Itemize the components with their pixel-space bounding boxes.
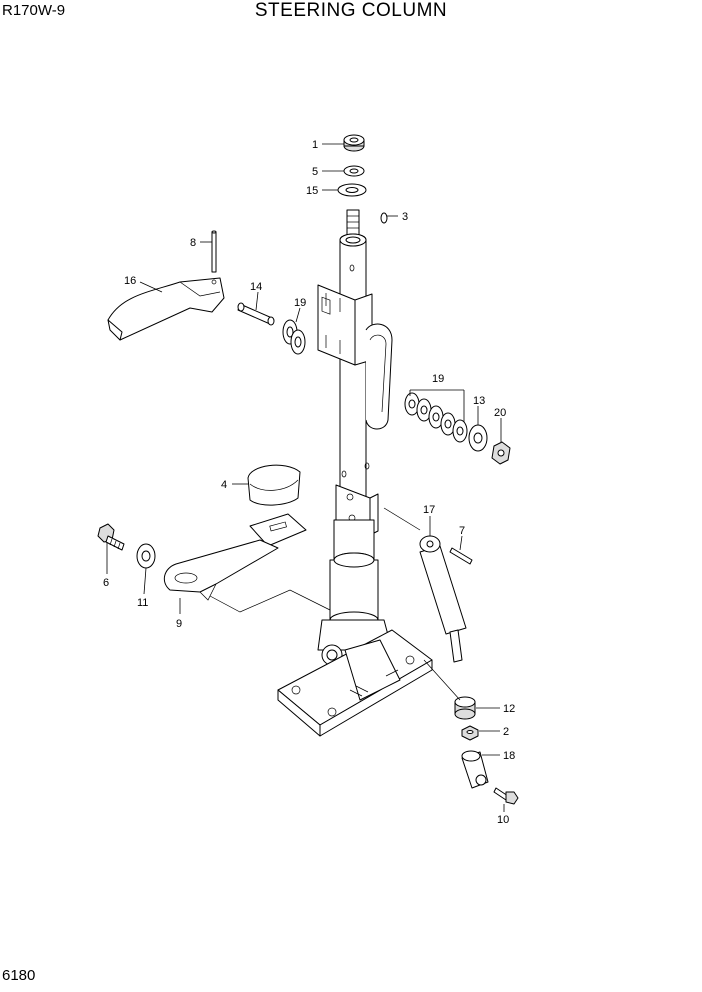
- callout-4: 4: [221, 479, 227, 491]
- part-rubber-bushing: [454, 696, 476, 720]
- callout-5: 5: [312, 166, 318, 178]
- part-flat-washer: [337, 183, 367, 197]
- part-clevis-pin: [449, 547, 473, 565]
- part-nut: [343, 134, 365, 152]
- part-rod-end: [461, 750, 489, 789]
- callout-18: 18: [503, 750, 515, 762]
- callout-15: 15: [306, 185, 318, 197]
- part-key: [380, 212, 388, 224]
- callout-1: 1: [312, 139, 318, 151]
- callout-11: 11: [137, 597, 148, 609]
- page-title: STEERING COLUMN: [254, 0, 448, 21]
- callout-10: 10: [497, 814, 509, 826]
- part-pedal-pad: [247, 464, 301, 506]
- callout-2: 2: [503, 726, 509, 738]
- part-hex-nut: [461, 725, 479, 741]
- part-spring-pin: [211, 230, 217, 273]
- leader-lines: [106, 143, 505, 812]
- part-pedal-washer: [136, 543, 156, 569]
- assembly-phantom-lines: [209, 507, 461, 701]
- part-steering-column: [277, 209, 433, 737]
- callout-16: 16: [124, 275, 136, 287]
- part-tilt-lever: [107, 277, 225, 341]
- page-number: 6180: [2, 967, 36, 984]
- callout-9: 9: [176, 618, 182, 630]
- callout-12: 12: [503, 703, 515, 715]
- part-spring-washers-right: [404, 392, 468, 443]
- callout-17: 17: [423, 504, 435, 516]
- model-number: R170W-9: [2, 2, 66, 19]
- part-lock-washer: [343, 165, 365, 177]
- part-tilt-pedal: [163, 513, 307, 601]
- part-rod-end-bolt: [493, 787, 519, 805]
- part-spring-washers-left: [282, 319, 306, 355]
- callout-19-left: 19: [294, 297, 306, 309]
- part-pivot-pin: [237, 302, 275, 326]
- part-gas-spring: [419, 535, 467, 663]
- part-thrust-washer: [468, 424, 488, 452]
- callout-8: 8: [190, 237, 196, 249]
- part-bolt: [97, 523, 125, 551]
- callout-19-right: 19: [432, 373, 444, 385]
- callout-6: 6: [103, 577, 109, 589]
- callout-labels: 1 5 15 3 8 16 14 19 19 13 20 4 17 7 6 11…: [103, 139, 515, 826]
- callout-20: 20: [494, 407, 506, 419]
- callout-14: 14: [250, 281, 262, 293]
- callout-7: 7: [459, 525, 465, 537]
- callout-13: 13: [473, 395, 485, 407]
- callout-3: 3: [402, 211, 408, 223]
- part-lock-nut: [491, 441, 511, 465]
